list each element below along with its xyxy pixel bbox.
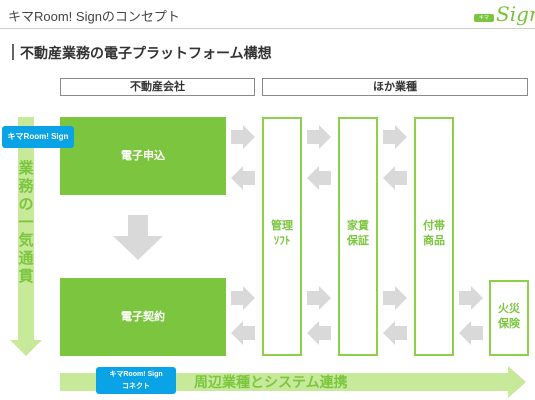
box-line: 火災 bbox=[498, 303, 520, 315]
vertical-char: 気 bbox=[18, 232, 34, 249]
down-arrow bbox=[113, 215, 163, 260]
box-line: 家賃 bbox=[347, 220, 369, 232]
header-divider bbox=[0, 28, 535, 29]
box-line: 管理 bbox=[271, 220, 293, 232]
arrow-right-6a bbox=[383, 286, 407, 310]
brand-logo: キマRoom! Sign bbox=[474, 2, 535, 30]
arrow-right-1a bbox=[231, 125, 255, 149]
box-kanri-soft: 管理 ｿﾌﾄ bbox=[262, 117, 302, 356]
box-line: 保険 bbox=[498, 318, 520, 330]
slide-subtitle: 不動産業務の電子プラットフォーム構想 bbox=[20, 45, 272, 61]
vertical-char: の bbox=[18, 196, 34, 213]
arrow-left-6b bbox=[383, 321, 407, 345]
arrow-right-2a bbox=[307, 125, 331, 149]
vertical-char: 貫 bbox=[18, 268, 34, 285]
connect-arrow bbox=[60, 366, 526, 398]
header-real-estate: 不動産会社 bbox=[60, 78, 255, 96]
box-line: 商品 bbox=[423, 235, 445, 247]
arrow-right-3a bbox=[383, 125, 407, 149]
logo-badge: キマRoom! bbox=[474, 14, 494, 29]
connect-caption: 周辺業種とシステム連携 bbox=[194, 374, 348, 390]
box-line: 保証 bbox=[347, 235, 369, 247]
vertical-char: 通 bbox=[18, 250, 34, 267]
vertical-flow-arrow bbox=[10, 117, 42, 356]
arrow-left-5b bbox=[307, 321, 331, 345]
arrow-left-2b bbox=[307, 166, 331, 190]
box-kasai-hoken: 火災 保険 bbox=[489, 280, 529, 356]
kimaroom-sign-pill: キマRoom! Sign bbox=[2, 126, 74, 148]
arrow-left-4b bbox=[231, 321, 255, 345]
logo-sign-text: Sign bbox=[496, 2, 535, 26]
arrow-left-1b bbox=[231, 166, 255, 190]
subtitle-bar bbox=[12, 44, 14, 60]
connect-pill-line1: キマRoom! Sign bbox=[109, 371, 163, 378]
box-line: ｿﾌﾄ bbox=[273, 235, 291, 247]
box-futai-shouhin: 付帯 商品 bbox=[414, 117, 454, 356]
vertical-char: 業 bbox=[18, 160, 34, 177]
vertical-char: 務 bbox=[18, 178, 34, 195]
box-yachin-hoshou: 家賃 保証 bbox=[338, 117, 378, 356]
vertical-label: 業 務 の 一 気 通 貫 bbox=[16, 160, 36, 286]
kimaroom-sign-connect-pill: キマRoom! Sign コネクト bbox=[96, 367, 176, 394]
box-denshi-moushikomi: 電子申込 bbox=[60, 117, 226, 195]
arrow-left-3b bbox=[383, 166, 407, 190]
box-denshi-keiyaku: 電子契約 bbox=[60, 278, 226, 356]
vertical-char: 一 bbox=[18, 214, 34, 231]
arrow-right-7a bbox=[459, 286, 483, 310]
box-line: 付帯 bbox=[423, 220, 445, 232]
arrow-left-7b bbox=[459, 321, 483, 345]
arrow-right-4a bbox=[231, 286, 255, 310]
header-other-industries: ほか業種 bbox=[262, 78, 528, 96]
arrow-right-5a bbox=[307, 286, 331, 310]
slide-title: キマRoom! Signのコンセプト bbox=[8, 9, 180, 24]
connect-pill-line2: コネクト bbox=[122, 383, 150, 390]
